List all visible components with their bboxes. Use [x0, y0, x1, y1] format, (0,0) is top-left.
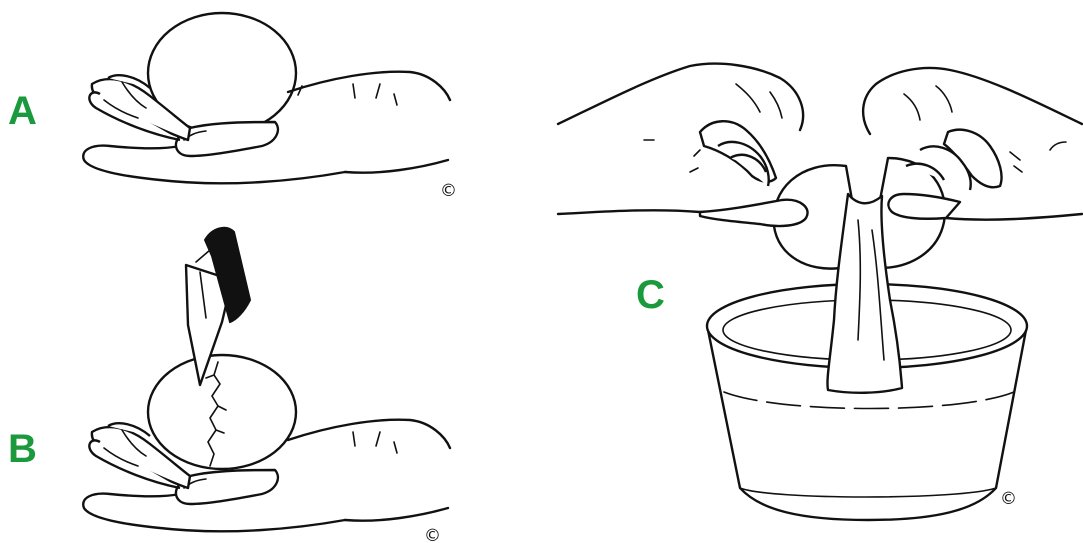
panel-c-copyright: ©	[1000, 489, 1017, 509]
egg-b	[148, 355, 296, 469]
panel-b: B ©	[8, 228, 450, 543]
hand-right	[863, 68, 1082, 220]
panel-b-label: B	[8, 427, 37, 471]
panel-c: C	[558, 64, 1082, 520]
panel-c-label: C	[636, 273, 665, 317]
panel-a: A ©	[8, 13, 457, 201]
hand-left	[558, 64, 808, 226]
panel-a-label: A	[8, 89, 37, 133]
panel-a-copyright: ©	[440, 181, 457, 201]
panel-b-copyright: ©	[424, 526, 441, 543]
